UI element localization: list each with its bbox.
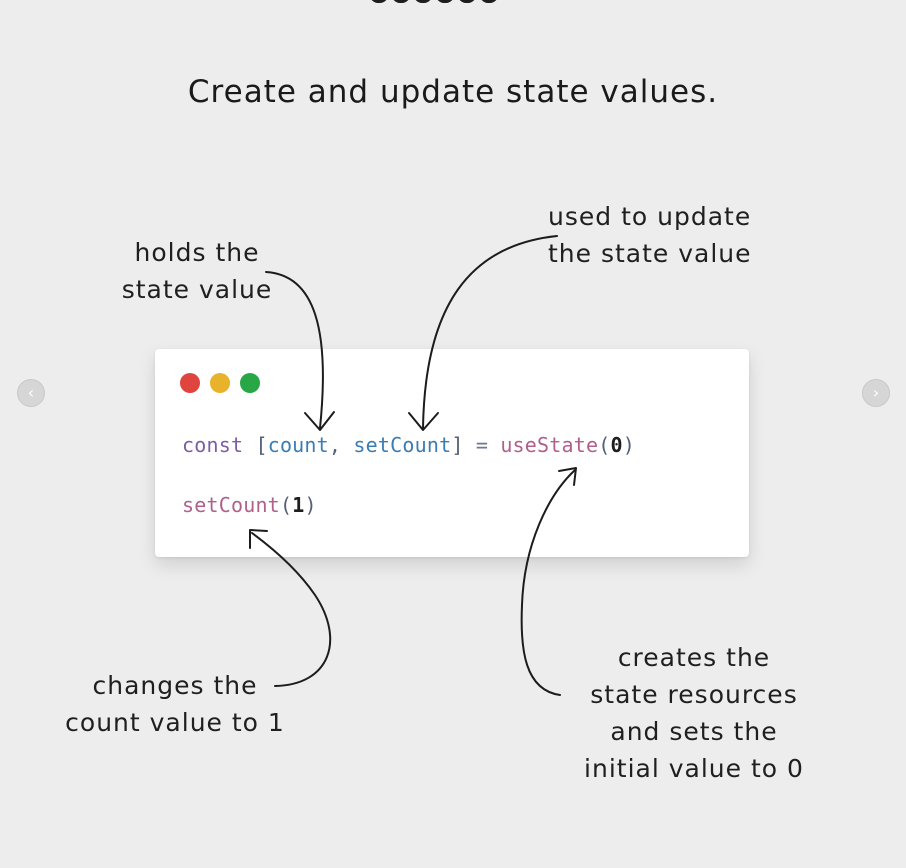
annotation-line: state value: [121, 275, 273, 304]
maximize-dot-icon: [240, 373, 260, 393]
annotation-creates-state: creates the state resources and sets the…: [556, 639, 832, 787]
code-token-paren: (: [598, 433, 611, 457]
page-title: Create and update state values.: [187, 74, 719, 110]
annotation-line: the state value: [548, 239, 752, 268]
annotation-changes-count: changes the count value to 1: [40, 667, 310, 741]
code-line-setcount: setCount(1): [182, 493, 317, 517]
code-token-bracket: ]: [451, 433, 476, 457]
code-token-initial-value: 0: [610, 433, 623, 457]
code-token-paren: ): [622, 433, 635, 457]
chevron-right-icon[interactable]: ›: [862, 379, 890, 407]
annotation-line: creates the: [617, 643, 771, 672]
code-token-bracket: [: [243, 433, 268, 457]
annotation-line: holds the: [134, 238, 260, 267]
window-controls: [180, 373, 260, 393]
code-window: const [count, setCount] = useState(0) se…: [155, 349, 749, 557]
code-token-setcount: setCount: [353, 433, 452, 457]
code-token-paren: (: [279, 493, 293, 517]
annotation-holds-state: holds the state value: [102, 234, 292, 308]
code-token-count: count: [267, 433, 329, 457]
code-token-paren: ): [304, 493, 317, 517]
annotation-line: used to update: [548, 202, 752, 231]
annotation-line: initial value to 0: [584, 754, 804, 783]
annotation-used-to-update: used to update the state value: [548, 198, 818, 272]
cropped-heading-fragment: [370, 0, 530, 10]
code-line-usestate: const [count, setCount] = useState(0): [182, 433, 635, 457]
minimize-dot-icon: [210, 373, 230, 393]
code-token-comma: ,: [328, 433, 354, 457]
code-token-keyword: const: [182, 433, 244, 457]
annotation-line: changes the: [92, 671, 258, 700]
code-token-usestate: useState: [500, 433, 599, 457]
code-token-operator: =: [475, 433, 501, 457]
close-dot-icon: [180, 373, 200, 393]
annotation-line: state resources: [590, 680, 798, 709]
code-token-new-value: 1: [292, 493, 305, 517]
code-token-setcount-call: setCount: [182, 493, 280, 517]
annotation-line: count value to 1: [65, 708, 285, 737]
chevron-left-icon[interactable]: ‹: [17, 379, 45, 407]
annotation-line: and sets the: [610, 717, 778, 746]
